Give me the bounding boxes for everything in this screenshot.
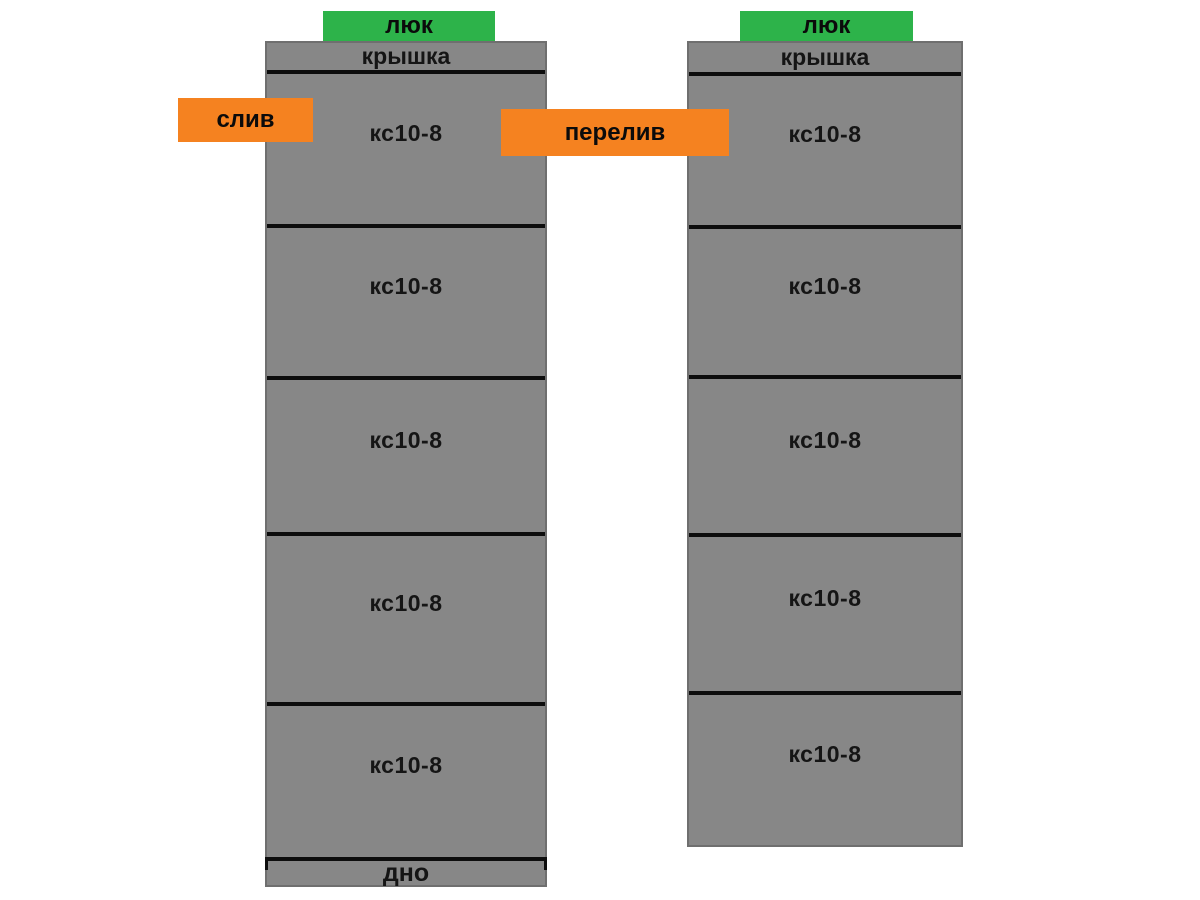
concrete-ring: кс10-8 xyxy=(689,225,961,375)
hatch-block-right: люк xyxy=(740,11,913,41)
concrete-ring: кс10-8 xyxy=(267,532,545,702)
concrete-ring: кс10-8 xyxy=(267,224,545,376)
ring-label: кс10-8 xyxy=(788,584,862,611)
cover-strip-left: крышка xyxy=(361,43,451,69)
bottom-strip: дно xyxy=(265,857,547,887)
overflow-callout: перелив xyxy=(501,109,729,156)
ring-label: кс10-8 xyxy=(369,272,443,299)
ring-label: кс10-8 xyxy=(369,752,443,778)
concrete-ring: кс10-8 xyxy=(267,702,545,857)
ring-label: кс10-8 xyxy=(788,272,862,299)
concrete-ring: кс10-8 xyxy=(689,691,961,845)
cover-strip-right: крышка xyxy=(780,44,870,70)
concrete-ring: кс10-8 xyxy=(267,376,545,532)
concrete-ring: кс10-8 xyxy=(689,375,961,533)
bottom-label: дно xyxy=(382,859,430,887)
concrete-ring: кс10-8 xyxy=(689,72,961,225)
ring-label: кс10-8 xyxy=(788,426,862,453)
ring-label: кс10-8 xyxy=(788,740,862,767)
ring-label: кс10-8 xyxy=(788,121,862,147)
well-column-right: крышка кс10-8 кс10-8 кс10-8 кс10-8 кс10-… xyxy=(687,41,963,847)
dimension-line-end-tick xyxy=(265,857,268,870)
concrete-ring: кс10-8 xyxy=(267,70,545,224)
ring-label: кс10-8 xyxy=(369,426,443,453)
drain-callout: слив xyxy=(178,98,313,142)
well-column-left: крышка кс10-8 кс10-8 кс10-8 кс10-8 кс10-… xyxy=(265,41,547,887)
ring-label: кс10-8 xyxy=(369,589,443,616)
concrete-ring: кс10-8 xyxy=(689,533,961,691)
ring-label: кс10-8 xyxy=(369,119,443,146)
dimension-line-end-tick xyxy=(544,857,547,870)
hatch-block-left: люк xyxy=(323,11,495,41)
